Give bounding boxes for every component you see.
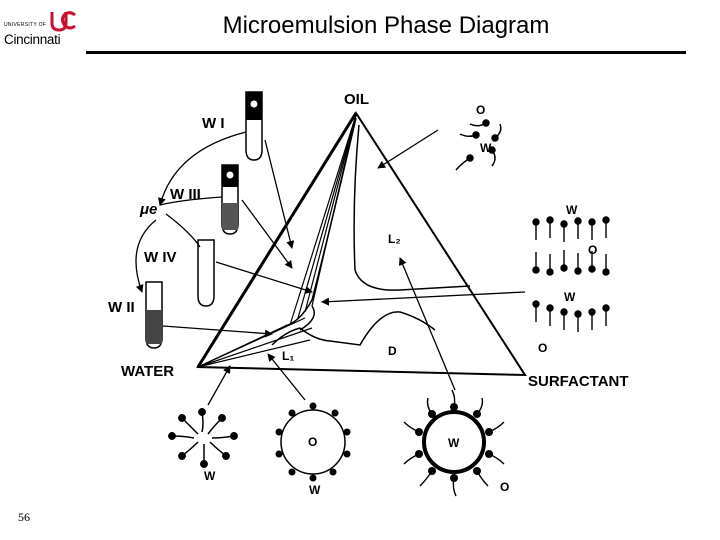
tube-w2-icon [145, 281, 163, 349]
reverse-micelle-icon [455, 119, 502, 171]
water-droplet-icon [403, 389, 505, 497]
water-droplet-o-label: O [500, 480, 509, 494]
normal-micelle-icon [168, 408, 238, 468]
lamellar-w-top-label: W [566, 203, 578, 217]
title-underline [86, 51, 686, 54]
lamellar-o-label: O [588, 243, 597, 257]
university-logo: UNIVERSITY OF Cincinnati [4, 8, 86, 50]
tube-w1-label: W I [202, 115, 225, 132]
lamellar-w-label: W [564, 290, 576, 304]
phase-boundaries [271, 117, 471, 346]
surfactant-vertex-label: SURFACTANT [528, 373, 629, 390]
reverse-micelle-w-label: W [480, 141, 492, 155]
logo-small-text: UNIVERSITY OF [4, 22, 47, 28]
tube-w2-label: W II [108, 299, 135, 316]
water-droplet-w-label: W [448, 436, 460, 450]
oil-vertex-label: OIL [344, 91, 369, 108]
tube-w3-label: W III [170, 186, 201, 203]
region-arrows [162, 129, 526, 406]
normal-micelle-w-label: W [204, 469, 216, 483]
tube-w4-icon [197, 239, 215, 307]
logo-name-text: Cincinnati [4, 32, 61, 47]
page-number: 56 [18, 510, 30, 524]
l2-region-label: L₂ [388, 232, 401, 246]
water-vertex-label: WATER [121, 363, 174, 380]
tube-connector-arrows [135, 131, 247, 293]
tube-w4-label: W IV [144, 249, 177, 266]
tube-w1-icon [245, 91, 263, 161]
d-region-label: D [388, 344, 397, 358]
lamellar-structure-icon [532, 216, 610, 332]
ternary-triangle [196, 111, 527, 377]
oil-droplet-icon [275, 402, 351, 482]
oil-droplet-w-label: W [309, 483, 321, 497]
uc-mark-icon [50, 11, 76, 32]
mu-label: μe [139, 201, 157, 218]
l1-region-label: L₁ [282, 349, 294, 363]
oil-droplet-o-label: O [308, 435, 317, 449]
tie-lines [197, 114, 357, 368]
lamellar-o-bottom-label: O [538, 341, 547, 355]
slide-title: Microemulsion Phase Diagram [222, 12, 550, 39]
tube-w3-icon [221, 164, 239, 235]
reverse-micelle-o-label: O [476, 103, 485, 117]
